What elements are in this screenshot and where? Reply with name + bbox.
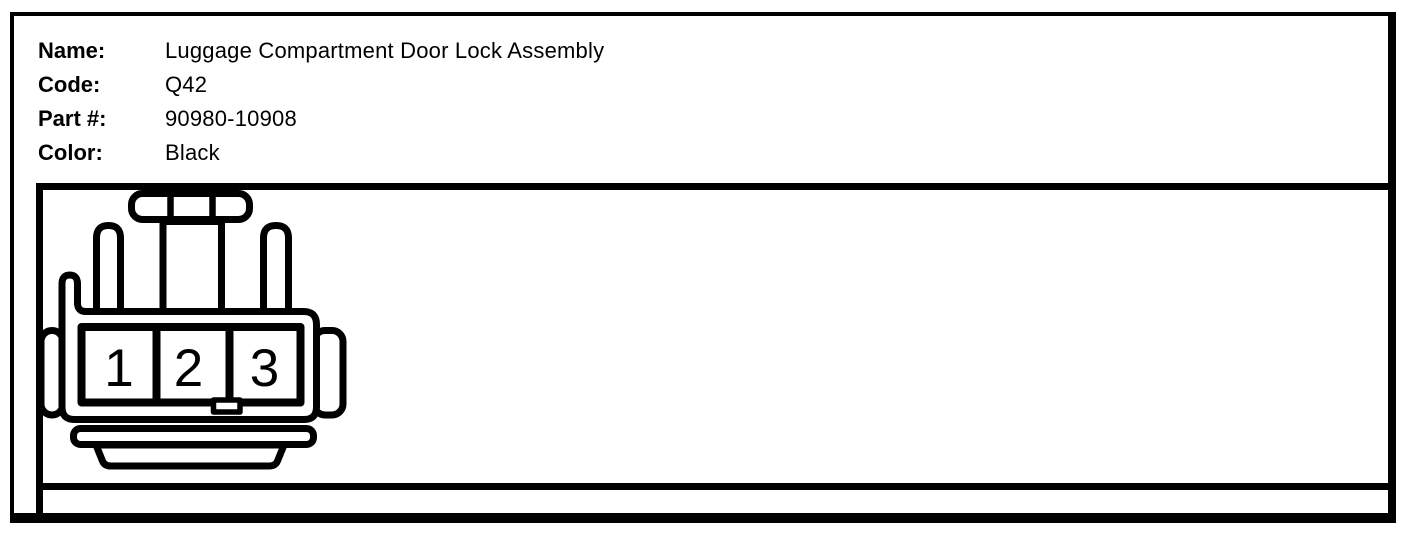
- connector-diagram-icon: 1 2 3: [43, 190, 347, 470]
- pin-3-label: 3: [250, 339, 279, 398]
- pin-block: [77, 323, 305, 407]
- connector-prong-left: [93, 222, 124, 320]
- info-row-name: Name: Luggage Compartment Door Lock Asse…: [38, 34, 604, 68]
- keying-tab: [210, 397, 243, 415]
- diagram-box: 1 2 3: [36, 183, 1388, 513]
- pin-1-label: 1: [104, 339, 133, 398]
- color-label: Color:: [38, 140, 103, 165]
- connector-prong-right: [260, 222, 292, 320]
- code-label: Code:: [38, 72, 101, 97]
- name-label: Name:: [38, 38, 106, 63]
- connector-latch-cap-dividers: [167, 190, 216, 223]
- part-info: Name: Luggage Compartment Door Lock Asse…: [38, 34, 604, 170]
- pin-2-label: 2: [174, 339, 203, 398]
- color-value: Black: [165, 140, 220, 165]
- connector-latch-neck: [159, 218, 225, 322]
- info-row-color: Color: Black: [38, 136, 604, 170]
- info-row-code: Code: Q42: [38, 68, 604, 102]
- connector-latch-cap: [128, 190, 253, 223]
- info-row-part-number: Part #: 90980-10908: [38, 102, 604, 136]
- code-value: Q42: [165, 72, 208, 97]
- connector-flange: [70, 425, 317, 448]
- empty-footer-row: [43, 483, 1388, 513]
- connector-base: [92, 441, 288, 470]
- part-number-label: Part #:: [38, 106, 107, 131]
- name-value: Luggage Compartment Door Lock Assembly: [165, 38, 605, 63]
- pin-cell-dividers: [152, 323, 234, 410]
- connector-spec-card: Name: Luggage Compartment Door Lock Asse…: [10, 12, 1396, 523]
- connector-drawing-area: 1 2 3: [43, 190, 1388, 483]
- part-number-value: 90980-10908: [165, 106, 297, 131]
